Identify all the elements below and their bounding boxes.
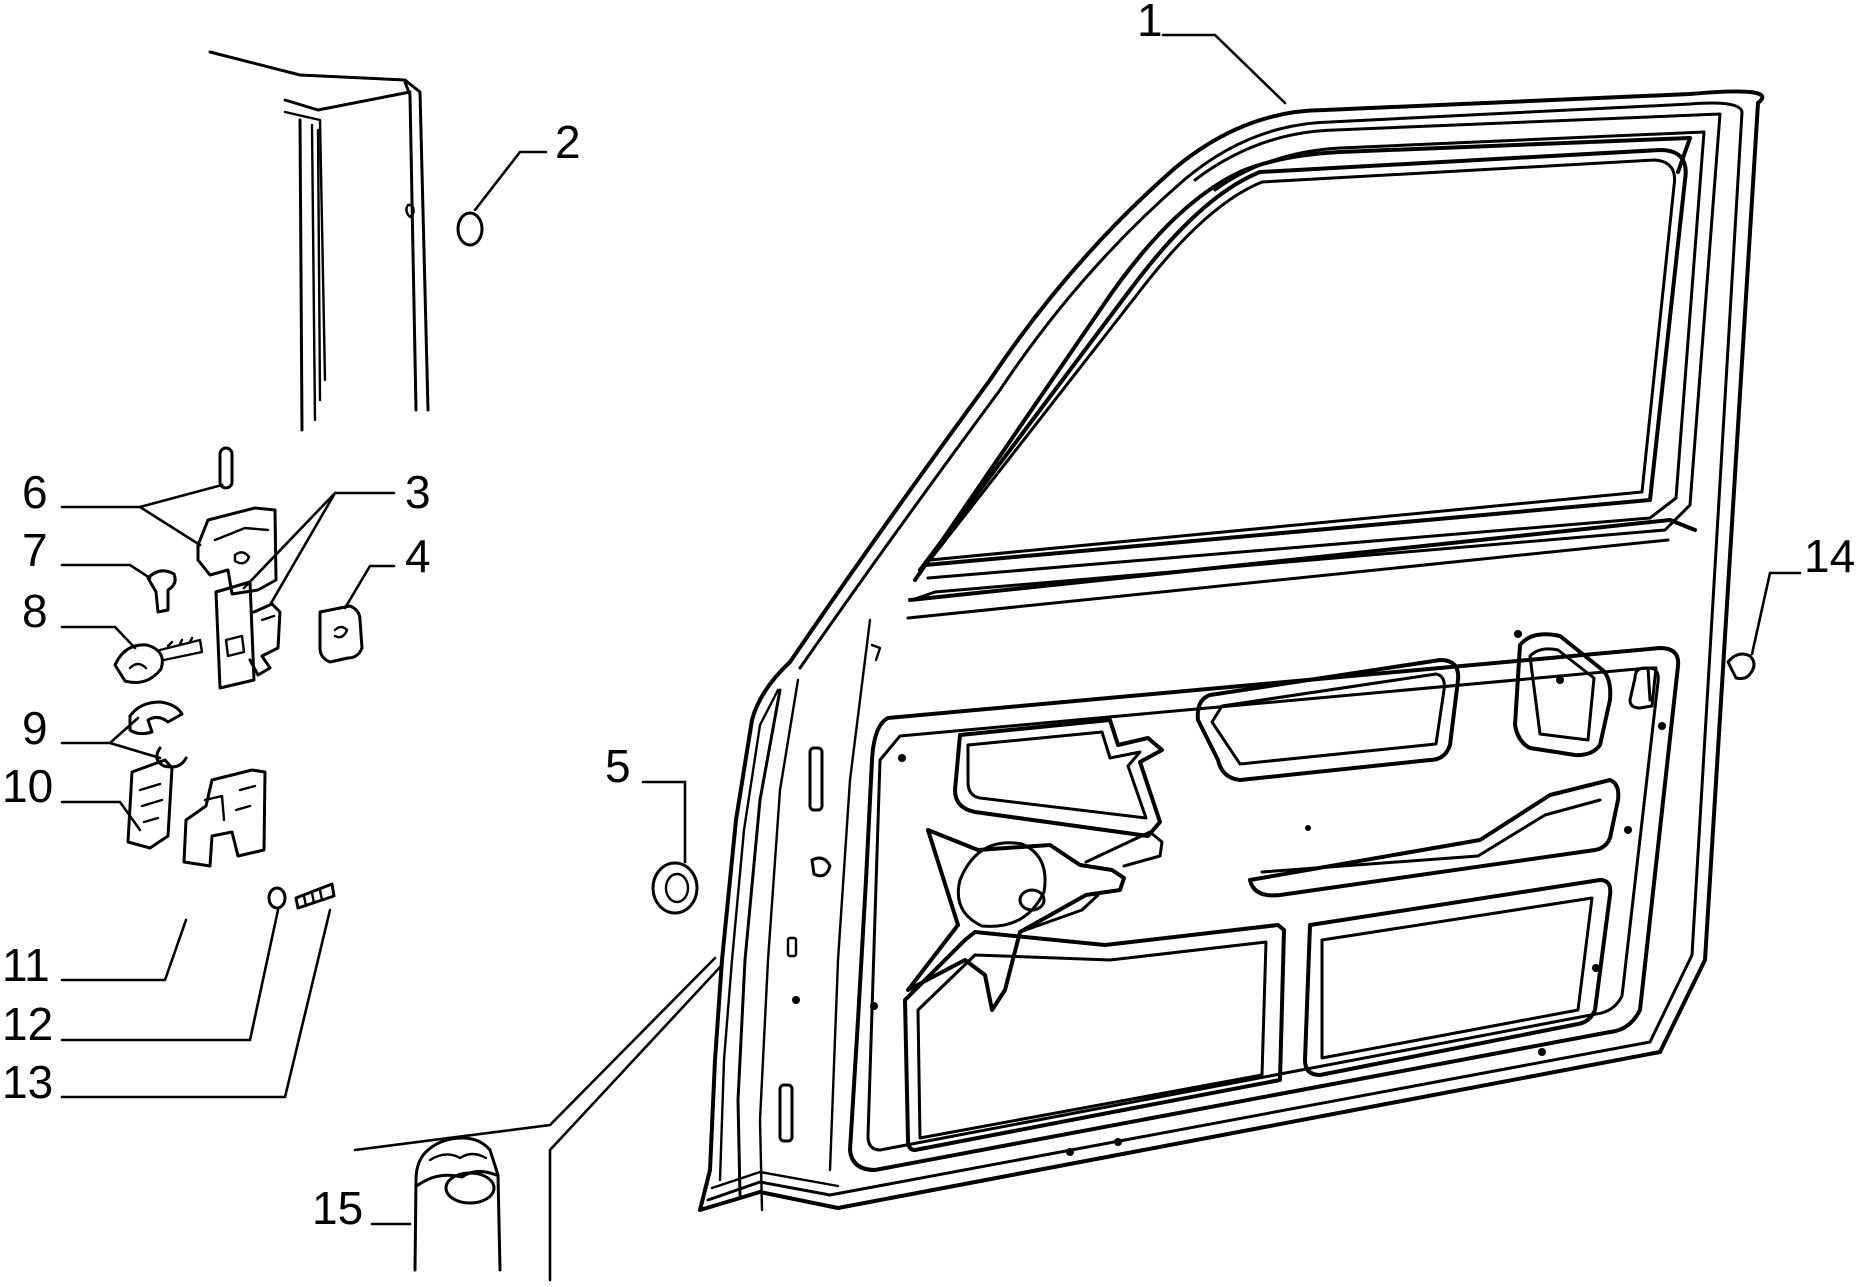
callout-5: 5 [605,740,631,792]
part-2-plug [456,211,484,247]
leader-lines [60,33,1802,1282]
part-5-grommet [651,861,699,915]
callout-12: 12 [2,998,53,1050]
callout-6: 6 [22,466,48,518]
callout-3: 3 [405,466,431,518]
part-14-clip [1726,652,1756,680]
callout-labels: 1 2 3 4 5 6 7 8 9 10 11 12 13 14 15 [2,0,1855,1234]
callout-15: 15 [312,1182,363,1234]
callout-2: 2 [555,116,581,168]
callout-8: 8 [22,585,48,637]
callout-4: 4 [405,530,431,582]
body-pillar-drawing [208,50,430,432]
callout-14: 14 [1804,530,1855,582]
part-15-weatherstrip [413,1136,502,1272]
callout-1: 1 [1137,0,1163,46]
callout-10: 10 [2,760,53,812]
callout-11: 11 [2,939,50,991]
hinge-parts-drawing [113,446,364,910]
callout-13: 13 [2,1056,53,1108]
callout-7: 7 [22,524,48,576]
door-shell-drawing [698,89,1765,1212]
callout-9: 9 [22,702,48,754]
